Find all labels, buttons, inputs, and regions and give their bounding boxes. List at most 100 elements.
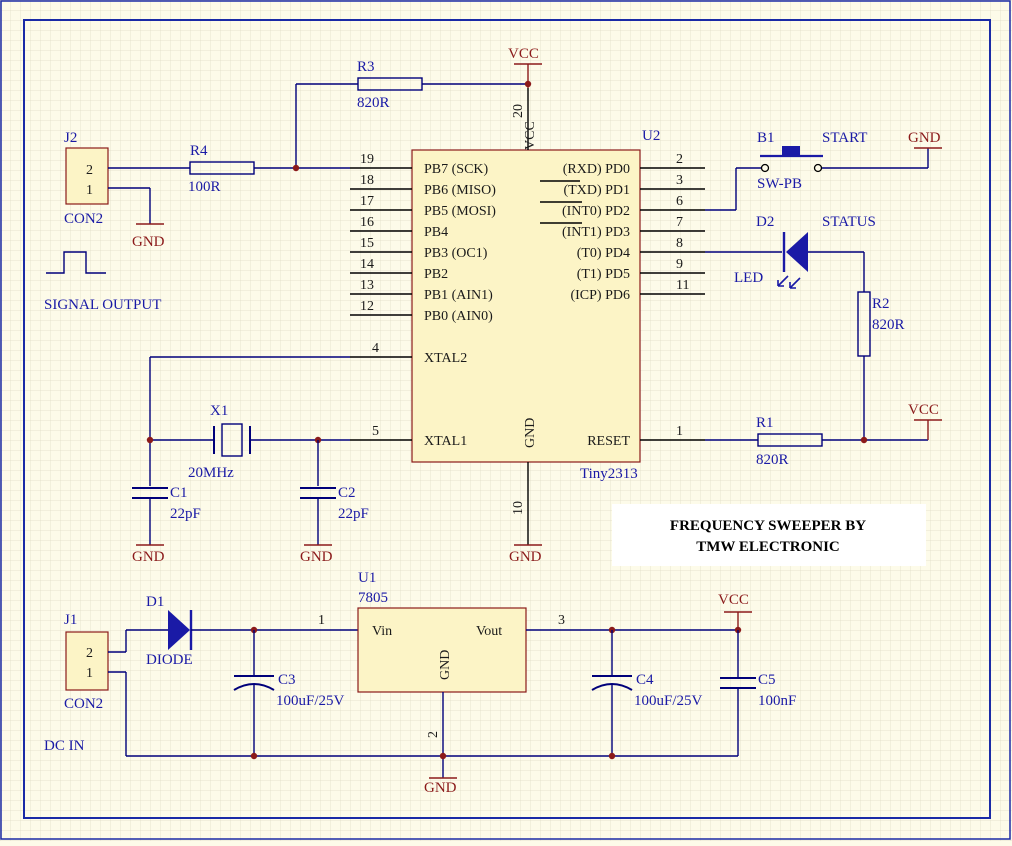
svg-text:22pF: 22pF <box>338 506 369 522</box>
x1-crystal: X1 20MHz <box>188 403 251 481</box>
svg-text:R3: R3 <box>357 59 375 75</box>
title-line1: FREQUENCY SWEEPER BY <box>670 518 866 534</box>
pin-11: 11 <box>676 278 689 293</box>
j2-connector: 2 1 J2 CON2 <box>64 130 109 227</box>
label-pd3: (INT1) PD3 <box>562 225 630 240</box>
pin-10: 10 <box>511 501 526 515</box>
label-pd2: (INT0) PD2 <box>562 204 630 219</box>
svg-text:7805: 7805 <box>358 590 388 606</box>
pin-14: 14 <box>360 257 374 272</box>
svg-text:GND: GND <box>132 549 165 565</box>
svg-text:X1: X1 <box>210 403 228 419</box>
b1-pushbutton: B1 SW-PB START <box>757 130 867 192</box>
svg-text:100R: 100R <box>188 179 221 195</box>
label-pb7: PB7 (SCK) <box>424 162 489 177</box>
svg-text:R4: R4 <box>190 143 208 159</box>
label-pb3: PB3 (OC1) <box>424 246 488 261</box>
gnd-j2: GND <box>132 223 165 250</box>
svg-text:D1: D1 <box>146 594 164 610</box>
c2-capacitor: C2 22pF <box>300 485 369 522</box>
svg-text:GND: GND <box>424 780 457 796</box>
svg-text:GND: GND <box>509 549 542 565</box>
gnd-b1: GND <box>908 130 942 149</box>
svg-text:VCC: VCC <box>508 46 539 62</box>
svg-text:C2: C2 <box>338 485 356 501</box>
svg-text:VCC: VCC <box>718 592 749 608</box>
svg-text:DIODE: DIODE <box>146 652 193 668</box>
u1-regulator: Vin Vout GND U1 7805 2 3 <box>357 570 565 738</box>
u2-part: Tiny2313 <box>580 466 638 482</box>
pin-2: 2 <box>676 152 683 167</box>
pin-4: 4 <box>372 341 379 356</box>
u2-vcc-label: VCC <box>523 121 538 150</box>
c3-capacitor: C3 100uF/25V <box>233 630 345 756</box>
label-pb5: PB5 (MOSI) <box>424 204 496 219</box>
r4-resistor: R4 100R <box>188 143 255 195</box>
svg-text:820R: 820R <box>756 452 789 468</box>
pin-15: 15 <box>360 236 374 251</box>
title-block: FREQUENCY SWEEPER BY TMW ELECTRONIC <box>612 504 926 566</box>
sheet-border <box>23 19 991 819</box>
svg-text:J1: J1 <box>64 612 77 628</box>
vcc-top: VCC <box>508 46 542 88</box>
svg-text:820R: 820R <box>872 317 905 333</box>
svg-text:100uF/25V: 100uF/25V <box>276 693 345 709</box>
svg-text:2: 2 <box>426 731 441 738</box>
pin-19: 19 <box>360 152 374 167</box>
svg-text:R1: R1 <box>756 415 774 431</box>
vcc-r1: VCC <box>908 402 942 440</box>
signal-output-label: SIGNAL OUTPUT <box>44 297 161 313</box>
pin-20: 20 <box>511 104 526 118</box>
pin-16: 16 <box>360 215 374 230</box>
pin-3: 3 <box>676 173 683 188</box>
label-pb1: PB1 (AIN1) <box>424 288 493 303</box>
svg-text:820R: 820R <box>357 95 390 111</box>
label-pb6: PB6 (MISO) <box>424 183 496 198</box>
d2-led: D2 LED STATUS <box>734 214 876 289</box>
label-xtal1: XTAL1 <box>424 434 467 449</box>
c1-capacitor: C1 22pF <box>132 485 201 522</box>
svg-text:START: START <box>822 130 867 146</box>
gnd-c1: GND <box>132 544 165 565</box>
svg-text:1: 1 <box>86 666 93 681</box>
j1-connector: 2 1 J1 CON2 <box>64 612 109 712</box>
gnd-u1: GND <box>424 777 457 796</box>
u2-microcontroller: U2 Tiny2313 VCC GND 20 10 19 18 17 16 15… <box>350 88 705 545</box>
svg-text:2: 2 <box>86 646 93 661</box>
svg-text:C3: C3 <box>278 672 296 688</box>
svg-text:CON2: CON2 <box>64 696 103 712</box>
svg-text:22pF: 22pF <box>170 506 201 522</box>
label-xtal2: XTAL2 <box>424 351 467 366</box>
svg-text:100nF: 100nF <box>758 693 796 709</box>
svg-text:LED: LED <box>734 270 763 286</box>
label-pd5: (T1) PD5 <box>577 267 630 282</box>
svg-text:20MHz: 20MHz <box>188 465 234 481</box>
svg-text:Vin: Vin <box>372 624 392 639</box>
svg-text:1: 1 <box>86 183 93 198</box>
svg-text:C1: C1 <box>170 485 188 501</box>
svg-text:Vout: Vout <box>476 624 502 639</box>
u2-gnd-label: GND <box>523 418 538 448</box>
c5-capacitor: C5 100nF <box>720 630 796 756</box>
svg-text:3: 3 <box>558 613 565 628</box>
svg-text:2: 2 <box>86 163 93 178</box>
svg-text:1: 1 <box>318 613 325 628</box>
label-reset: RESET <box>587 434 630 449</box>
svg-text:D2: D2 <box>756 214 774 230</box>
u2-ref: U2 <box>642 128 660 144</box>
pin-13: 13 <box>360 278 374 293</box>
pin-1: 1 <box>676 424 683 439</box>
svg-text:CON2: CON2 <box>64 211 103 227</box>
label-pd0: (RXD) PD0 <box>563 162 630 177</box>
pin-6: 6 <box>676 194 683 209</box>
label-pb0: PB0 (AIN0) <box>424 309 493 324</box>
title-line2: TMW ELECTRONIC <box>696 539 840 555</box>
label-pb2: PB2 <box>424 267 448 282</box>
pin-18: 18 <box>360 173 374 188</box>
svg-text:B1: B1 <box>757 130 775 146</box>
pin-12: 12 <box>360 299 374 314</box>
r1-resistor: R1 820R <box>756 415 823 468</box>
label-pd4: (T0) PD4 <box>577 246 630 261</box>
